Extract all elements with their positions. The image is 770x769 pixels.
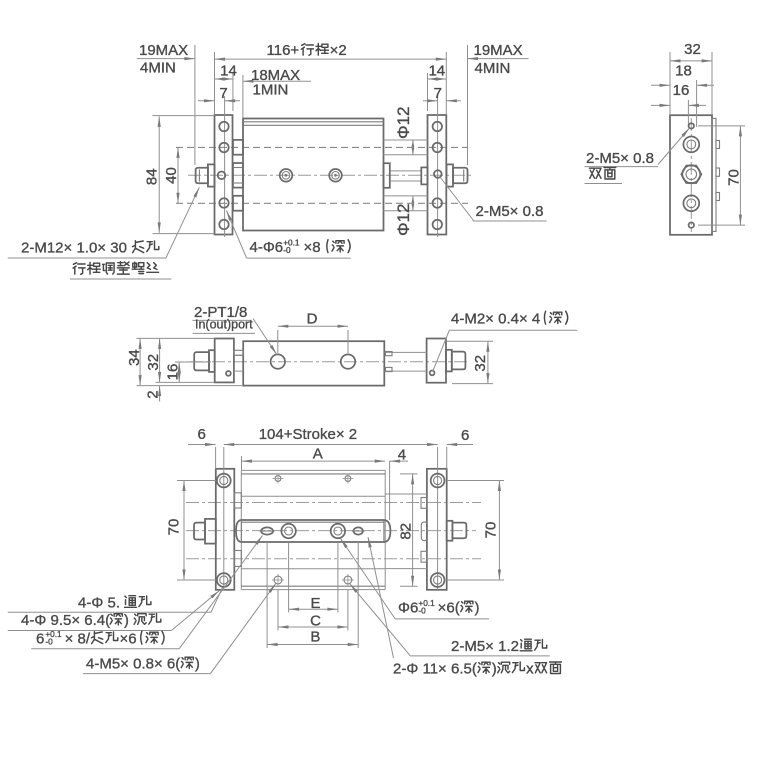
svg-text:6: 6 [461,427,469,444]
svg-text:): ) [195,656,200,673]
svg-text:×6(: ×6( [438,600,460,617]
svg-text:×2: ×2 [330,42,347,59]
svg-text:): ) [124,612,129,629]
svg-text:6: 6 [36,631,44,648]
svg-text:4-Φ 5.: 4-Φ 5. [78,595,120,612]
svg-text:-0: -0 [45,637,53,646]
svg-text:18: 18 [675,63,692,80]
svg-text:Φ6: Φ6 [398,600,418,617]
svg-text:2-M5× 1.2: 2-M5× 1.2 [451,638,519,655]
svg-text:2: 2 [145,390,162,398]
svg-text:): ) [492,661,497,678]
svg-text:4: 4 [398,447,406,464]
svg-text:34: 34 [126,349,143,366]
svg-text:A: A [313,445,323,462]
svg-text:70: 70 [165,519,182,536]
svg-text:+0.1: +0.1 [418,599,435,608]
svg-text:6: 6 [198,426,206,443]
svg-text:× 8/: × 8/ [65,631,91,648]
svg-text:-0: -0 [418,606,426,615]
svg-text:4MIN: 4MIN [140,60,176,77]
svg-text:7: 7 [219,85,227,102]
svg-text:14: 14 [428,63,445,80]
svg-text:18MAX: 18MAX [251,67,300,84]
svg-text:84: 84 [144,168,161,185]
svg-text:1MIN: 1MIN [253,82,289,99]
svg-text:+0.1: +0.1 [283,239,300,248]
svg-text:2-M12× 1.0× 30: 2-M12× 1.0× 30 [21,240,127,257]
svg-text:19MAX: 19MAX [474,42,523,59]
svg-text:+0.1: +0.1 [45,630,62,639]
svg-text:E: E [310,595,320,612]
svg-text:C: C [310,612,321,629]
svg-text:40: 40 [163,167,180,184]
svg-text:x: x [526,661,534,678]
svg-text:4-M2× 0.4× 4: 4-M2× 0.4× 4 [451,311,540,328]
svg-text:D: D [307,311,318,328]
svg-text:4-M5× 0.8× 6(: 4-M5× 0.8× 6( [86,656,180,673]
svg-text:4-Φ6: 4-Φ6 [250,239,284,256]
svg-text:×6: ×6 [119,631,136,648]
svg-text:B: B [310,628,320,645]
svg-text:-0: -0 [283,246,291,255]
svg-text:16: 16 [673,82,690,99]
svg-text:32: 32 [145,354,162,371]
svg-text:Φ12: Φ12 [394,204,413,236]
svg-text:Φ12: Φ12 [394,107,413,139]
svg-text:4-Φ 9.5× 6.4(: 4-Φ 9.5× 6.4( [21,612,110,629]
svg-text:70: 70 [482,522,499,539]
svg-text:19MAX: 19MAX [139,42,188,59]
svg-text:16: 16 [164,364,181,381]
svg-text:82: 82 [397,523,414,540]
svg-text:116+: 116+ [267,42,300,59]
svg-text:In(out)port: In(out)port [195,318,253,332]
svg-text:2-PT1/8: 2-PT1/8 [194,304,247,321]
svg-text:32: 32 [472,355,489,372]
svg-text:): ) [474,600,479,617]
svg-text:2-Φ 11× 6.5(: 2-Φ 11× 6.5( [393,661,477,678]
svg-text:70: 70 [726,169,743,186]
svg-text:4MIN: 4MIN [475,60,511,77]
svg-text:2-M5× 0.8: 2-M5× 0.8 [586,150,654,167]
svg-text:32: 32 [684,41,701,58]
svg-text:14: 14 [220,63,237,80]
svg-text:104+Stroke× 2: 104+Stroke× 2 [259,426,357,443]
svg-text:7: 7 [434,85,442,102]
svg-text:2-M5× 0.8: 2-M5× 0.8 [476,203,544,220]
svg-text:×8: ×8 [304,239,321,256]
